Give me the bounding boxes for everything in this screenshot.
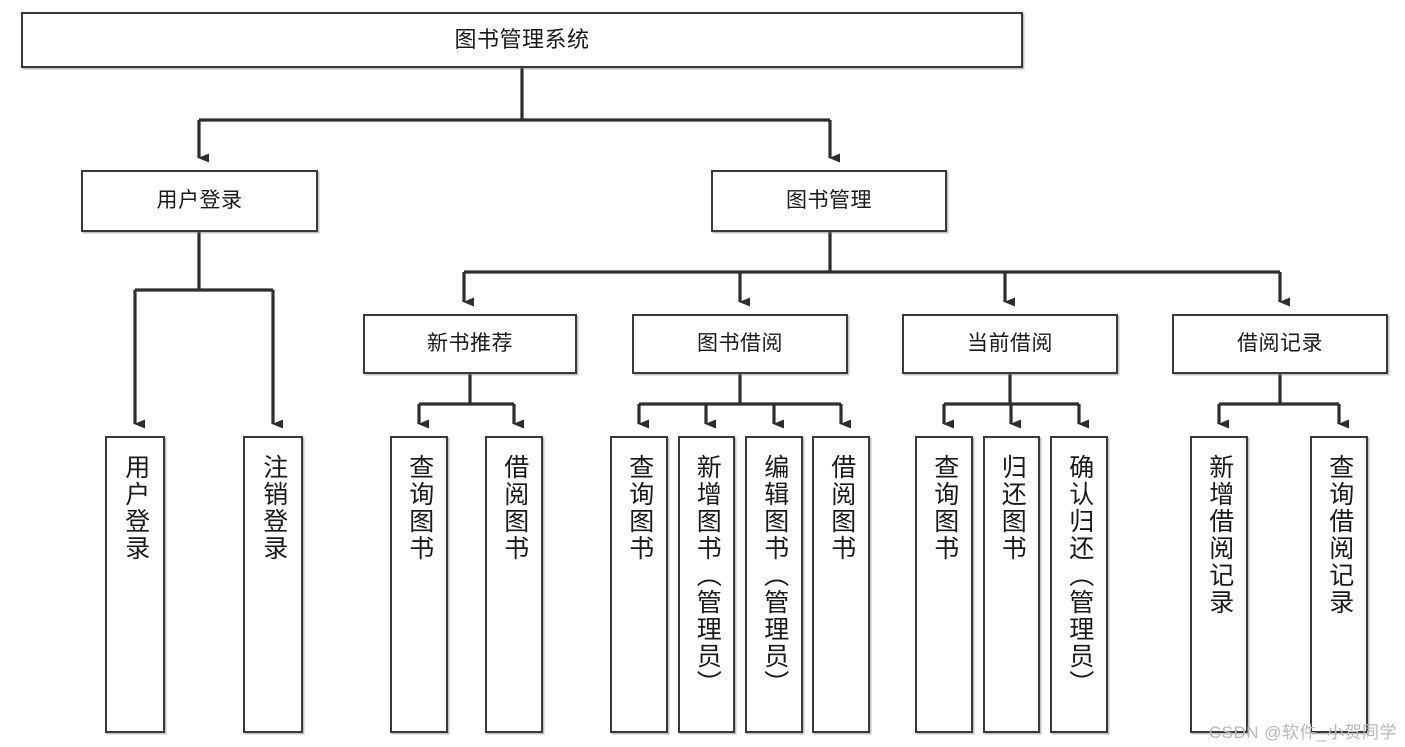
leaf-add-borrow-record[interactable]: 新增借阅记录 xyxy=(1190,436,1248,733)
node-label: 确认归还（管理员） xyxy=(1065,454,1094,697)
leaf-query-book-borrow[interactable]: 查询图书 xyxy=(610,436,668,733)
node-label: 用户登录 xyxy=(156,188,243,212)
leaf-query-book-current[interactable]: 查询图书 xyxy=(915,436,973,733)
node-label: 新增借阅记录 xyxy=(1205,454,1234,616)
node-root[interactable]: 图书管理系统 xyxy=(21,12,1023,68)
node-user-login[interactable]: 用户登录 xyxy=(81,170,318,232)
node-label: 查询图书 xyxy=(930,454,959,562)
node-label: 新书推荐 xyxy=(427,331,513,355)
node-label: 查询图书 xyxy=(625,454,654,562)
node-current-borrow[interactable]: 当前借阅 xyxy=(902,314,1118,374)
leaf-query-book-recommend[interactable]: 查询图书 xyxy=(390,436,448,733)
node-label: 图书管理 xyxy=(786,188,872,212)
node-borrow-record[interactable]: 借阅记录 xyxy=(1172,314,1388,374)
leaf-edit-book-admin[interactable]: 编辑图书（管理员） xyxy=(745,436,803,733)
watermark-text: CSDN @软件_小贺同学 xyxy=(1208,723,1397,742)
leaf-logout[interactable]: 注销登录 xyxy=(243,436,303,733)
leaf-confirm-return-admin[interactable]: 确认归还（管理员） xyxy=(1050,436,1108,733)
node-label: 图书借阅 xyxy=(697,331,783,355)
node-label: 用户登录 xyxy=(121,454,150,562)
leaf-borrow-book-recommend[interactable]: 借阅图书 xyxy=(485,436,543,733)
node-label: 归还图书 xyxy=(998,454,1027,562)
node-book-management[interactable]: 图书管理 xyxy=(711,170,947,232)
node-book-borrow[interactable]: 图书借阅 xyxy=(632,314,848,374)
leaf-borrow-book[interactable]: 借阅图书 xyxy=(812,436,870,733)
node-label: 借阅记录 xyxy=(1237,331,1323,355)
node-label: 查询借阅记录 xyxy=(1325,454,1354,616)
leaf-add-book-admin[interactable]: 新增图书（管理员） xyxy=(678,436,735,733)
node-label: 当前借阅 xyxy=(967,331,1053,355)
node-new-book-recommend[interactable]: 新书推荐 xyxy=(363,314,577,374)
leaf-return-book[interactable]: 归还图书 xyxy=(983,436,1040,733)
node-label: 图书管理系统 xyxy=(454,27,590,53)
node-label: 新增图书（管理员） xyxy=(693,454,722,697)
node-label: 借阅图书 xyxy=(827,454,856,562)
node-label: 查询图书 xyxy=(405,454,434,562)
leaf-query-borrow-record[interactable]: 查询借阅记录 xyxy=(1310,436,1368,733)
leaf-user-login[interactable]: 用户登录 xyxy=(105,436,165,733)
node-label: 注销登录 xyxy=(259,454,288,562)
node-label: 借阅图书 xyxy=(500,454,529,562)
node-label: 编辑图书（管理员） xyxy=(760,454,789,697)
